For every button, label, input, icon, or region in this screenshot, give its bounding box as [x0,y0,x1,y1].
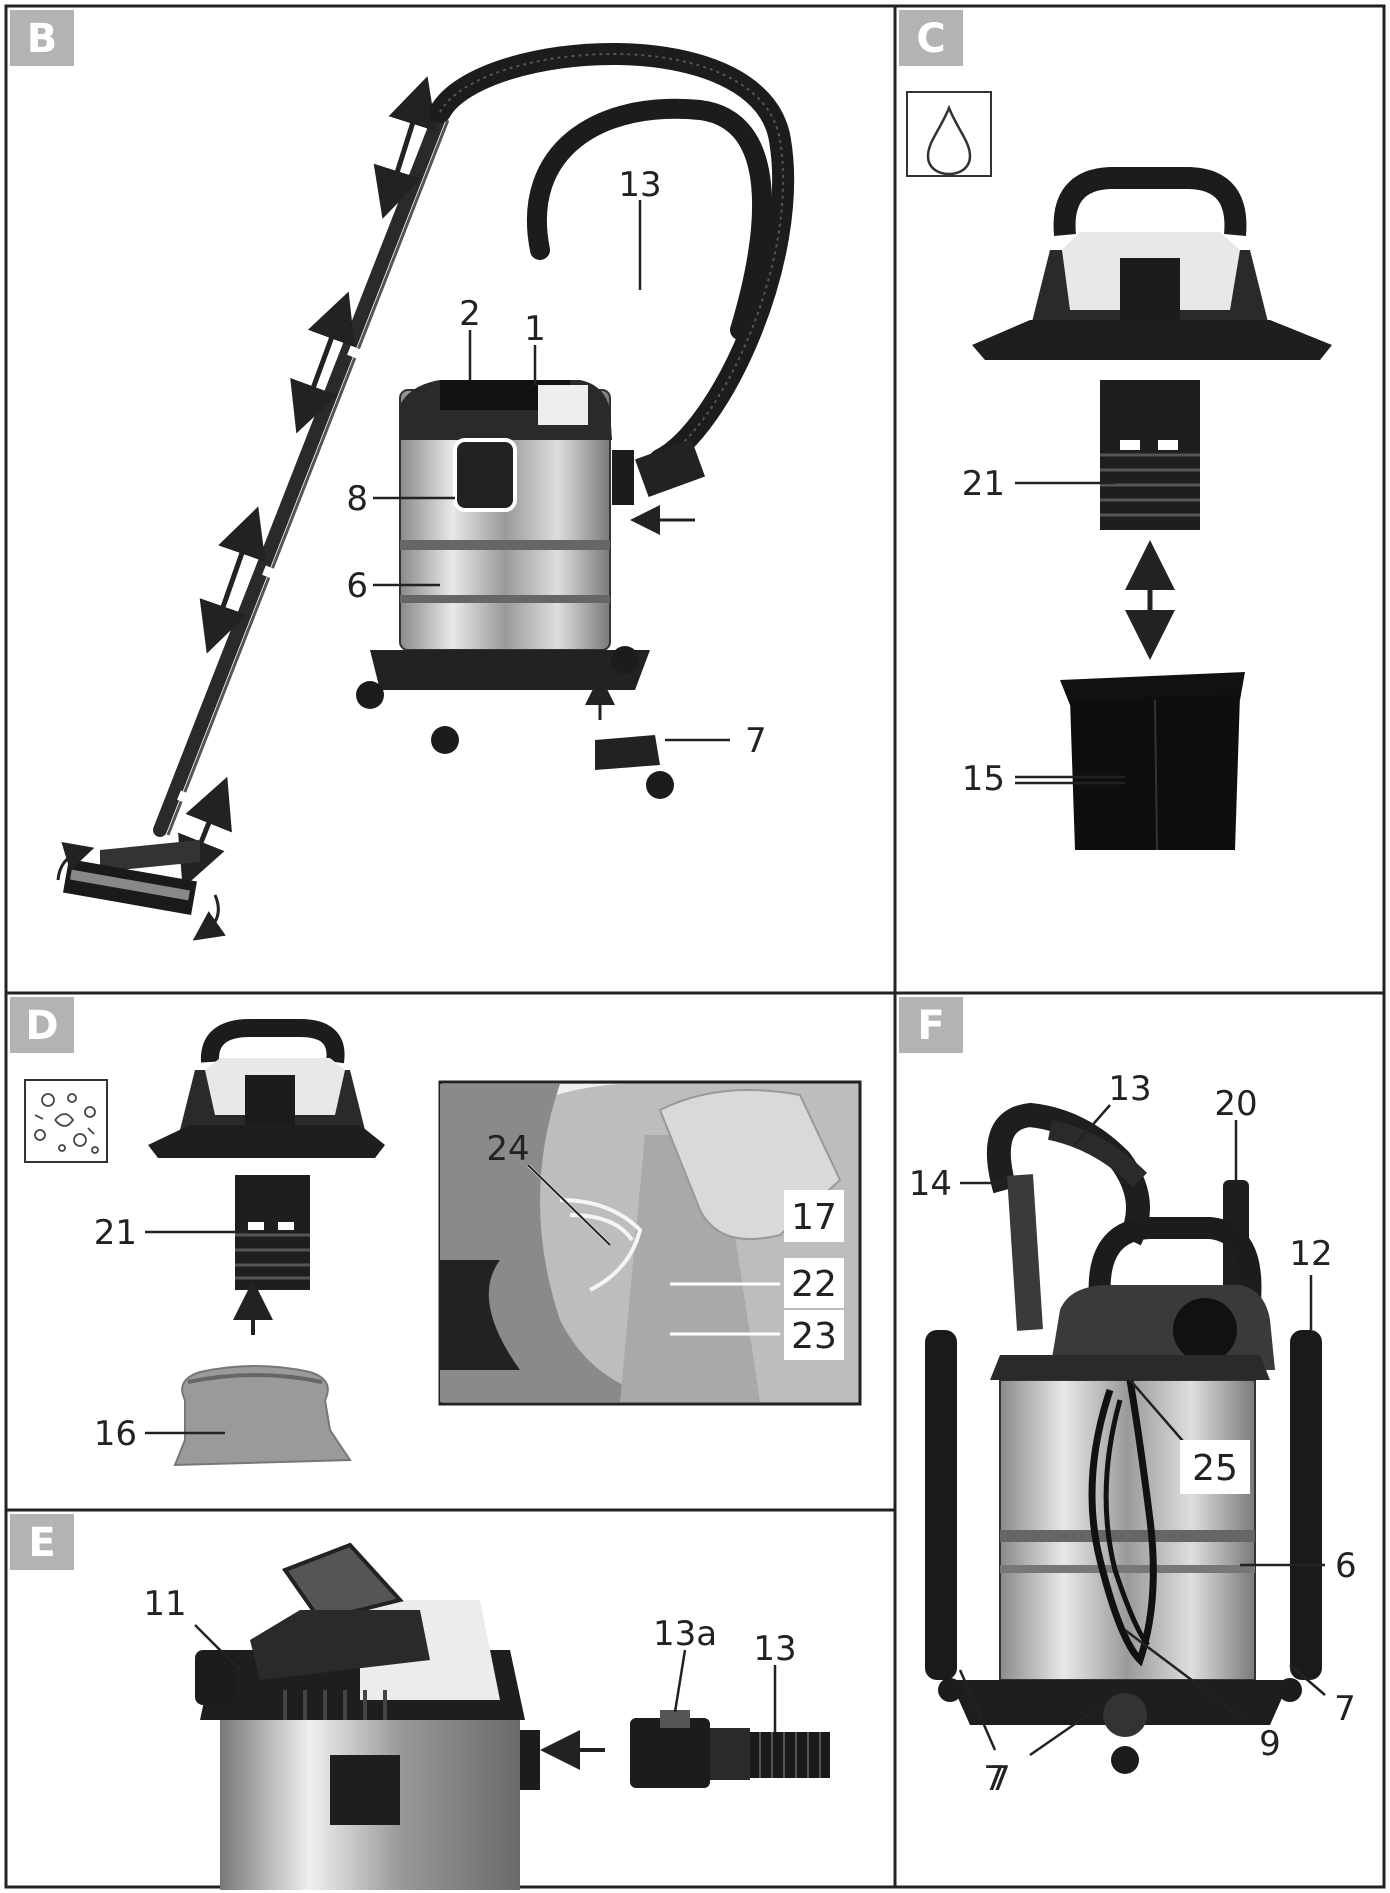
panel-e: E [10,1514,830,1890]
motor-head-d [148,1019,385,1290]
panel-d-tag: D [25,1003,58,1049]
panel-f-tag-bg [899,997,963,1053]
inset-callouts-dark [527,1164,611,1246]
callout-7-f-front: 7 [983,1759,1005,1799]
panel-d-tag-bg [10,997,74,1053]
callout-20: 20 [1214,1084,1257,1124]
callout-23: 23 [791,1316,837,1357]
motor-head-c [972,167,1332,530]
panel-f: F [899,997,1357,1799]
panel-b-tag-bg [10,10,74,66]
callout-25: 25 [1192,1448,1238,1489]
extension-arrows [178,76,437,889]
panel-b-tag: B [27,16,58,62]
panel-e-callouts [194,1624,777,1732]
callout-25-bg [1180,1440,1250,1494]
callout-6: 6 [346,566,368,606]
callout-7-f-right: 7 [1334,1689,1356,1729]
callout-13-f: 13 [1108,1069,1151,1109]
panel-c-callouts [1015,481,1125,785]
callout-15: 15 [962,759,1005,799]
callout-1: 1 [524,309,546,349]
panel-d-callouts [145,1230,245,1435]
panel-f-callouts [958,1104,1326,1757]
foam-filter [1060,672,1245,851]
callout-13: 13 [618,165,661,205]
hose-connector-e [630,1710,830,1788]
callout-17: 17 [791,1197,837,1238]
dry-debris-icon [24,1079,108,1163]
callout-21: 21 [962,464,1005,504]
suction-hose [429,43,795,498]
vacuum-top-e [195,1542,540,1890]
panel-f-tag: F [917,1003,944,1049]
callout-2: 2 [459,294,481,334]
callout-6-f: 6 [1335,1546,1357,1586]
callout-8: 8 [346,479,368,519]
panel-d: D [10,997,862,1467]
callout-13-e: 13 [753,1629,796,1669]
vacuum-stored-f [925,1102,1322,1774]
floor-nozzle [56,840,226,941]
callout-11: 11 [143,1584,186,1624]
panel-e-tag-bg [10,1514,74,1570]
callout-7: 7 [745,721,767,761]
callout-14: 14 [909,1164,952,1204]
callout-24: 24 [486,1129,529,1169]
sheet-border [4,4,1386,1889]
callout-22: 22 [791,1264,837,1305]
panel-c-tag: C [916,16,945,62]
panel-c: C [899,10,1332,851]
panel-b: B [10,10,795,941]
callout-17-bg [784,1190,844,1242]
panel-e-tag: E [28,1520,55,1566]
dust-bag [173,1365,352,1467]
callout-9: 9 [1259,1724,1281,1764]
vacuum-body [356,380,695,799]
callout-21-d: 21 [94,1213,137,1253]
panel-b-callouts [373,200,730,742]
callout-23-bg [784,1310,844,1360]
callout-12: 12 [1289,1234,1332,1274]
callout-22-bg [784,1258,844,1308]
water-drop-icon [906,91,992,177]
callout-13a: 13a [653,1614,717,1654]
panel-c-tag-bg [899,10,963,66]
callout-7-f-left: 7 [989,1759,1011,1799]
callout-16: 16 [94,1414,137,1454]
